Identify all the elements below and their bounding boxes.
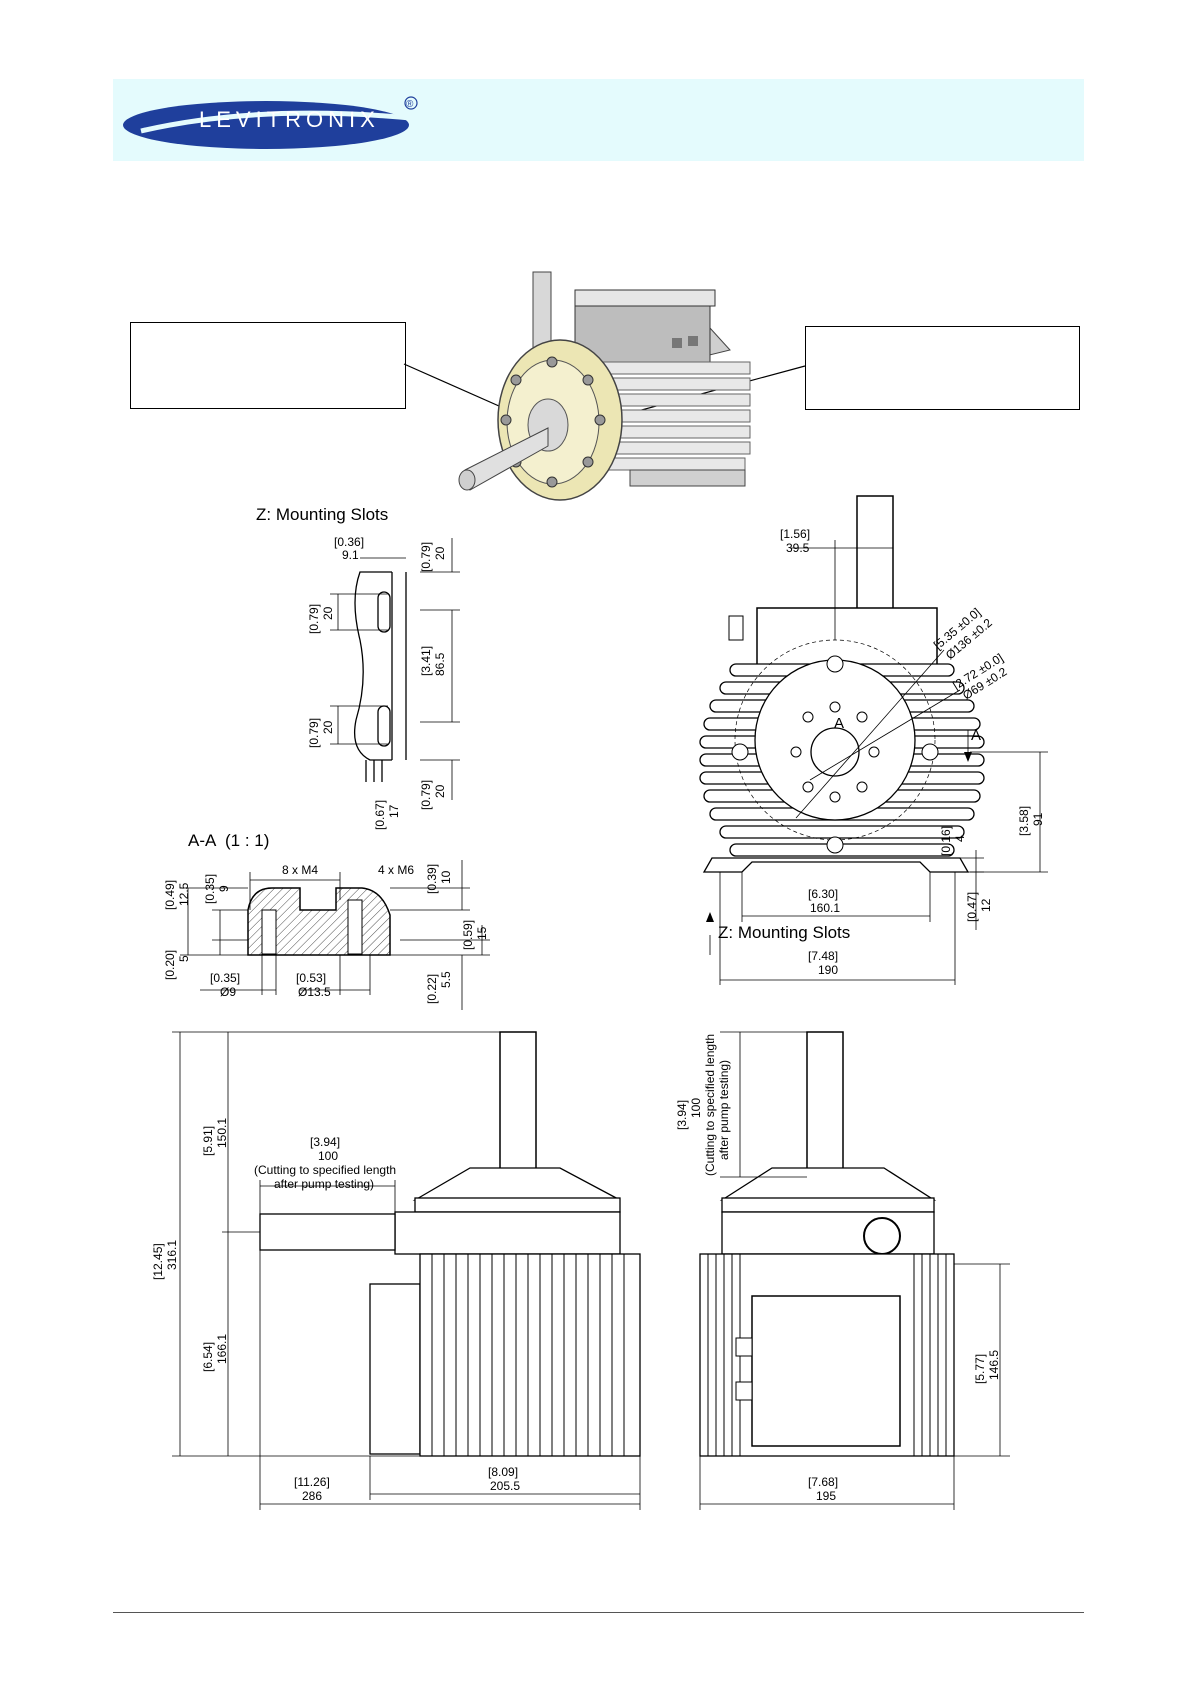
fr-h2-in: [0.16] [939, 826, 953, 856]
z-g-in: [0.67] [373, 800, 387, 830]
z-d-mm: 86.5 [433, 652, 447, 676]
section-marker-a-inner: A [834, 715, 844, 732]
aa-h5-in: [0.20] [163, 950, 177, 980]
aa-h4-in: [0.59] [461, 920, 475, 950]
fr-w1-in: [6.30] [808, 887, 838, 901]
aa-h3-in: [0.39] [425, 864, 439, 894]
header-banner: LEVITRONIX ® [113, 79, 1084, 161]
side-view: [12.45] 316.1 [5.91] 150.1 [6.54] 166.1 … [151, 1031, 641, 1510]
aa-h6-mm: 5.5 [439, 971, 453, 988]
pump-3d-illustration [458, 271, 751, 501]
section-scale: (1 : 1) [225, 831, 269, 850]
cut-note-v1: (Cutting to specified length [703, 1034, 717, 1176]
levitronix-logo: LEVITRONIX ® [123, 96, 421, 149]
rv-outlet-mm: 100 [689, 1098, 703, 1118]
z-top-in: [0.36] [334, 535, 364, 549]
rv-h-mm: 146.5 [987, 1350, 1001, 1380]
mount-slots-title-2: Z: Mounting Slots [718, 923, 850, 942]
aa-h6-in: [0.22] [425, 974, 439, 1004]
z-top-mm: 9.1 [342, 548, 359, 562]
mounting-slot-detail: Z: Mounting Slots [0.36] 9.1 [0.79] 20 [… [256, 505, 460, 830]
footer-rule [113, 1612, 1084, 1613]
section-aa-detail: A-A (1 : 1) 8 x M4 4 x M6 [0.49] [163, 831, 490, 1010]
sd-up-mm: 150.1 [215, 1118, 229, 1148]
sd-len-mm: 286 [302, 1489, 322, 1503]
brand-name: LEVITRONIX [199, 107, 380, 132]
sd-body-in: [8.09] [488, 1465, 518, 1479]
rv-w-mm: 195 [816, 1489, 836, 1503]
sd-outlet-in: [3.94] [310, 1135, 340, 1149]
fr-h2-mm: 4 [953, 835, 967, 842]
mount-slots-title: Z: Mounting Slots [256, 505, 388, 524]
section-title: A-A [188, 831, 217, 850]
rear-view: [3.94] 100 (Cutting to specified length … [675, 1031, 1010, 1510]
z-b-mm: 20 [321, 606, 335, 620]
aa-h2-in: [0.35] [203, 874, 217, 904]
fr-top-mm: 39.5 [786, 541, 810, 555]
thread-m4: 8 x M4 [282, 863, 318, 877]
fr-w1-mm: 160.1 [810, 901, 840, 915]
aa-d1-in: [0.35] [210, 971, 240, 985]
aa-h1-in: [0.49] [163, 880, 177, 910]
registered-mark: ® [406, 99, 414, 110]
sd-up-in: [5.91] [201, 1126, 215, 1156]
aa-d2-mm: Ø13.5 [298, 985, 331, 999]
fr-h3-in: [0.47] [965, 892, 979, 922]
rv-outlet-in: [3.94] [675, 1100, 689, 1130]
callout-box-left [130, 322, 406, 409]
sd-len-in: [11.26] [294, 1475, 330, 1489]
fr-w2-in: [7.48] [808, 949, 838, 963]
aa-h5-mm: 5 [177, 955, 191, 962]
sd-low-in: [6.54] [201, 1342, 215, 1372]
sd-body-mm: 205.5 [490, 1479, 520, 1493]
sd-low-mm: 166.1 [215, 1334, 229, 1364]
sd-outlet-mm: 100 [318, 1149, 338, 1163]
fr-h1-in: [3.58] [1017, 806, 1031, 836]
fr-top-in: [1.56] [780, 527, 810, 541]
rv-h-in: [5.77] [973, 1354, 987, 1384]
aa-d1-mm: Ø9 [220, 985, 236, 999]
z-g-mm: 17 [387, 804, 401, 818]
z-a-mm: 20 [433, 546, 447, 560]
section-marker-a: A [971, 727, 981, 744]
z-c-in: [0.79] [307, 718, 321, 748]
z-e-mm: 20 [433, 784, 447, 798]
z-e-in: [0.79] [419, 780, 433, 810]
z-d-in: [3.41] [419, 646, 433, 676]
cut-note-v2: after pump testing) [717, 1060, 731, 1160]
front-view: A A [1.56] 39.5 [5.35 ±0.0] Ø136 ±0.2 [2… [699, 495, 1048, 985]
fr-w2-mm: 190 [818, 963, 838, 977]
fr-h3-mm: 12 [979, 898, 993, 912]
thread-m6: 4 x M6 [378, 863, 414, 877]
sd-total-mm: 316.1 [165, 1240, 179, 1270]
callout-leaders [403, 363, 806, 419]
fr-h1-mm: 91 [1031, 812, 1045, 826]
callout-box-right [805, 326, 1080, 410]
cut-note-1: (Cutting to specified length [254, 1163, 396, 1177]
aa-d2-in: [0.53] [296, 971, 326, 985]
z-c-mm: 20 [321, 720, 335, 734]
aa-h4-mm: 15 [475, 926, 489, 940]
z-b-in: [0.79] [307, 604, 321, 634]
z-a-in: [0.79] [419, 542, 433, 572]
aa-h2-mm: 9 [217, 885, 231, 892]
aa-h1-mm: 12.5 [177, 882, 191, 906]
cut-note-2: after pump testing) [274, 1177, 374, 1191]
aa-h3-mm: 10 [439, 870, 453, 884]
rv-w-in: [7.68] [808, 1475, 838, 1489]
sd-total-in: [12.45] [151, 1243, 165, 1280]
